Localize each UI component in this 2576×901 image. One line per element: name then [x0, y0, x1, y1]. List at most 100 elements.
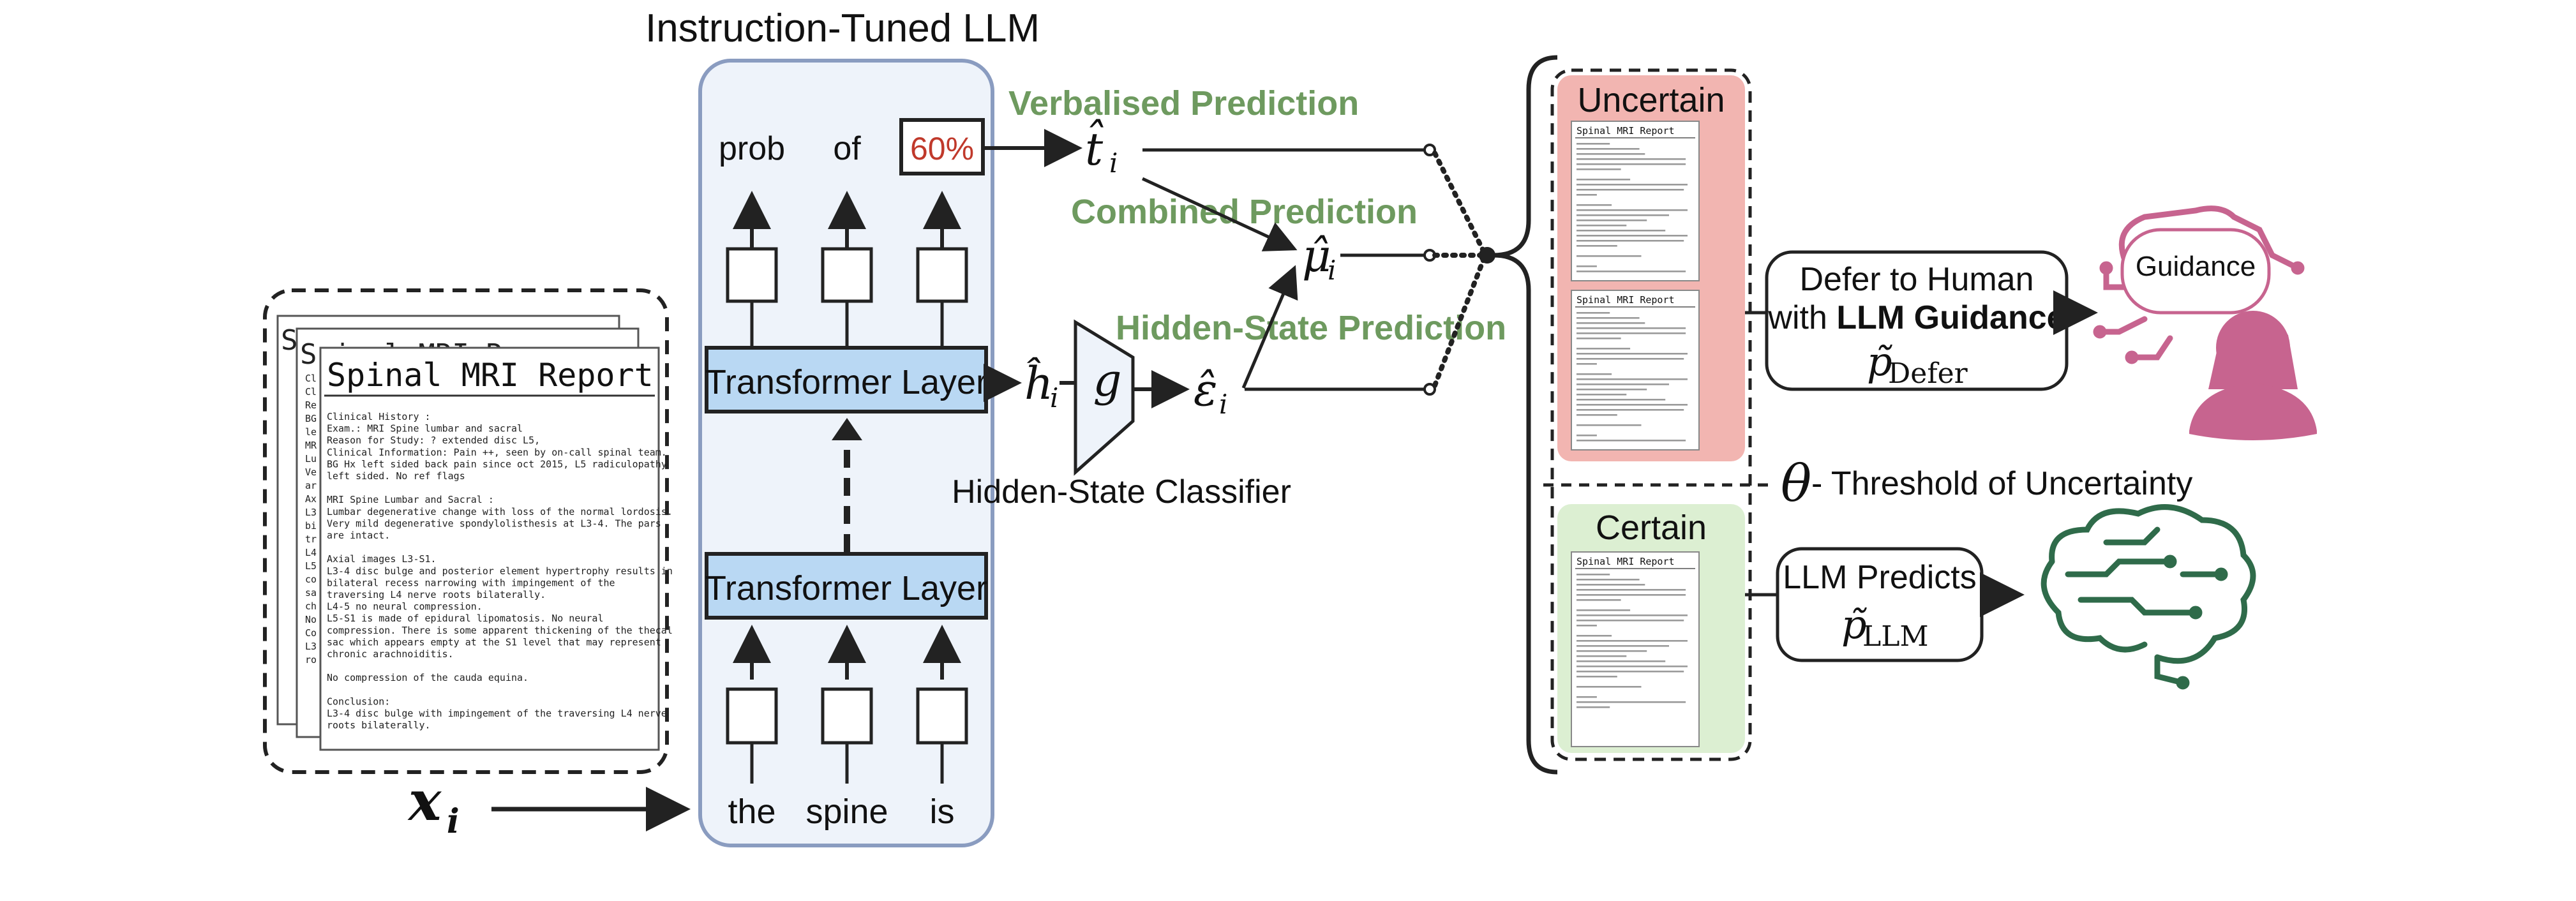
transformer-layer-lower-label: Transformer Layer	[705, 569, 987, 607]
mini-report-title: Spinal MRI Report	[1576, 556, 1675, 567]
token-box-lower-2	[821, 687, 873, 745]
mini-report-line	[1576, 409, 1684, 411]
input-token-the: the	[728, 793, 775, 831]
mini-report-line	[1576, 271, 1686, 272]
report-back-fragment: Cl	[305, 373, 317, 384]
mini-report-line	[1576, 327, 1686, 329]
mini-report-line	[1576, 373, 1612, 375]
report-page-back-2-title: S	[281, 324, 298, 357]
verbalised-prediction-label: Verbalised Prediction	[1008, 84, 1359, 123]
report-back-fragment: BG	[305, 413, 317, 424]
input-symbol: x	[407, 769, 442, 833]
decision-panel-outline	[1550, 68, 1752, 761]
transformer-layer-upper-label: Transformer Layer	[705, 363, 987, 401]
mini-report-line	[1576, 209, 1688, 211]
uncertain-label: Uncertain	[1577, 81, 1725, 119]
report-back-fragment: Ax	[305, 493, 317, 505]
hidden-state-subscript: i	[1050, 382, 1058, 413]
llm-predicts-label: LLM Predicts	[1783, 559, 1976, 596]
mini-report-line	[1576, 666, 1688, 667]
report-body: Clinical History :Exam.: MRI Spine lumba…	[327, 411, 673, 731]
switch-node-hidden	[1423, 383, 1436, 396]
defer-p-subscript: Defer	[1888, 357, 1968, 390]
mini-report-line	[1576, 194, 1597, 196]
certain-label: Certain	[1596, 509, 1707, 547]
mini-report-line	[1576, 245, 1617, 247]
report-line: left sided. No ref flags	[327, 470, 465, 482]
hidden-state-symbol: ĥ	[1024, 357, 1053, 410]
human-shoulders	[2189, 383, 2317, 440]
defer-line2-prefix: with	[1767, 299, 1836, 336]
token-box-lower-3	[916, 687, 968, 745]
report-back-fragment: Co	[305, 627, 317, 639]
mini-report-line	[1576, 574, 1610, 576]
hidden-state-prediction-label: Hidden-State Prediction	[1116, 309, 1506, 347]
mini-report-line	[1576, 696, 1597, 698]
mini-report-page	[1571, 551, 1700, 747]
report-line: chronic arachnoiditis.	[327, 648, 454, 660]
mini-report-line	[1576, 204, 1612, 206]
report-line: Clinical History :	[327, 411, 431, 422]
report-page-front	[319, 346, 660, 751]
mini-report-line	[1576, 148, 1640, 150]
upper-stack	[726, 191, 968, 348]
decision-brace	[1493, 55, 1558, 775]
report-line: Axial images L3-S1.	[327, 553, 437, 565]
guidance-bubble-circuit	[2093, 205, 2305, 364]
report-back-fragment: bi	[305, 520, 317, 532]
report-back-fragment: MR	[305, 440, 317, 451]
mini-report-line	[1576, 230, 1666, 232]
report-line: MRI Spine Lumbar and Sacral :	[327, 494, 494, 505]
report-line: Conclusion:	[327, 696, 390, 707]
report-back-fragment: sa	[305, 587, 317, 599]
report-line: roots bilaterally.	[327, 720, 431, 731]
token-box-upper-3	[916, 247, 968, 303]
report-line: Exam.: MRI Spine lumbar and sacral	[327, 423, 523, 435]
report-back-fragment: Cl	[305, 386, 317, 398]
report-back-fragment: No	[305, 614, 317, 625]
token-box-lower-1	[726, 687, 778, 745]
epsilon-subscript: i	[1219, 389, 1227, 420]
mini-report-line	[1576, 184, 1688, 186]
mini-report-line	[1576, 322, 1645, 324]
report-line: No compression of the cauda equina.	[327, 672, 528, 683]
report-line: Lumbar degenerative change with loss of …	[327, 506, 673, 518]
mini-report-line	[1576, 353, 1688, 355]
mini-report-line	[1576, 158, 1686, 160]
threshold-label: - Threshold of Uncertainty	[1811, 465, 2192, 502]
threshold-symbol: θ	[1781, 454, 1811, 513]
mini-report-line	[1576, 584, 1645, 586]
switch-dots-hidden	[1432, 256, 1486, 388]
mini-report-line	[1576, 189, 1684, 191]
output-token-of: of	[833, 130, 861, 167]
mini-report-line	[1576, 225, 1627, 227]
report-line: BG Hx left sided back pain since oct 201…	[327, 458, 667, 470]
report-back-fragment: L3	[305, 507, 317, 518]
defer-line1: Defer to Human	[1799, 261, 2033, 298]
mini-report-page	[1571, 121, 1700, 281]
guidance-bubble	[2120, 228, 2271, 315]
report-back-fragment: L4	[305, 547, 317, 558]
mini-report-line	[1576, 404, 1688, 406]
llm-title: Instruction-Tuned LLM	[645, 6, 1040, 50]
report-back-fragment: le	[305, 426, 317, 438]
mini-report-line	[1576, 609, 1631, 611]
mini-report-line	[1576, 317, 1640, 319]
report-back-fragment: L3	[305, 641, 317, 652]
report-title: Spinal MRI Report	[327, 357, 654, 394]
report-line: Very mild degenerative spondylolisthesis…	[327, 518, 661, 529]
mini-report-line	[1576, 655, 1627, 657]
report-line: L3-4 disc bulge with impingement of the …	[327, 708, 667, 719]
mini-report-line	[1576, 348, 1631, 350]
report-stack: S Spinal MRI R ClClReBGleMRLuVearAxL3bit…	[263, 288, 673, 774]
verbal-subscript: i	[1109, 147, 1118, 179]
report-line: are intact.	[327, 530, 390, 541]
human-guidance-icon: Guidance	[2093, 205, 2317, 440]
mini-report-title: Spinal MRI Report	[1576, 294, 1675, 306]
report-back-fragment: Re	[305, 399, 317, 411]
mini-report-line	[1576, 255, 1642, 257]
defer-p-symbol: p̃	[1867, 338, 1893, 385]
mini-report-line	[1576, 614, 1688, 616]
mini-report-line	[1576, 332, 1686, 334]
